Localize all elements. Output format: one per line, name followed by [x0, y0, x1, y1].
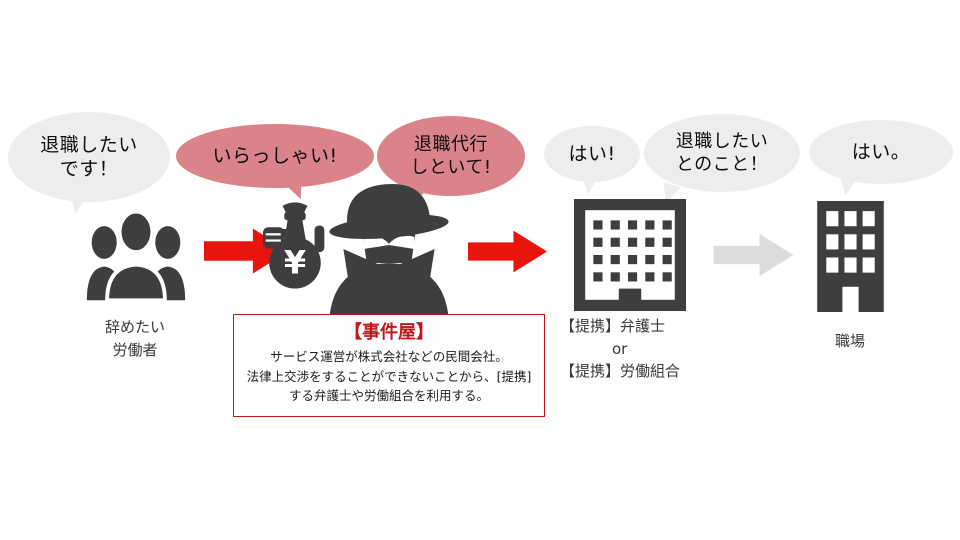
office-building-icon [574, 199, 686, 311]
info-box-body: サービス運営が株式会社などの民間会社。 法律上交渉をすることができないことから、… [234, 347, 544, 405]
label-line: 【提携】弁護士 [560, 317, 666, 335]
workplace-label: 職場 [800, 330, 900, 353]
jikenya-info-box: 【事件屋】 サービス運営が株式会社などの民間会社。 法律上交渉をすることができな… [233, 314, 545, 417]
spy-icon [313, 182, 465, 320]
bubble-text: はい! [568, 142, 616, 165]
workplace-yes-bubble: はい。 [809, 120, 953, 184]
bubble-text: 退職したい [40, 133, 138, 156]
arrow-right-icon [468, 229, 548, 274]
agency-request-bubble: 退職代行 しといて! [377, 116, 525, 196]
workers-group-icon [83, 206, 189, 303]
bubble-text: とのこと！ [675, 154, 769, 175]
bubble-text: しといて! [410, 157, 492, 178]
bubble-tail [836, 174, 858, 198]
label-line: 労働者 [112, 340, 158, 359]
money-bag-icon: ¥ [263, 200, 327, 290]
label-line: 職場 [834, 332, 865, 350]
info-box-line: する弁護士や労働組合を利用する。 [288, 387, 489, 403]
worker-label: 辞めたい 労働者 [55, 316, 215, 361]
svg-text:¥: ¥ [284, 243, 306, 281]
bubble-text: いらっしゃい! [212, 144, 338, 167]
bubble-text: です！ [59, 158, 119, 180]
workplace-building-icon [817, 201, 884, 312]
bubble-text: 退職代行 [414, 133, 488, 155]
label-line: 辞めたい [104, 318, 165, 336]
bubble-tail [579, 173, 599, 195]
info-box-line: 法律上交渉をすることができないことから、[提携] [246, 368, 532, 384]
agency-welcome-bubble: いらっしゃい! [176, 124, 374, 188]
arrow-right-icon [712, 233, 796, 277]
info-box-line: サービス運営が株式会社などの民間会社。 [270, 349, 508, 365]
partner-label: 【提携】弁護士 or 【提携】労働組合 [560, 315, 720, 383]
worker-speech-bubble: 退職したい です！ [8, 112, 170, 202]
partner-relay-bubble: 退職したい とのこと！ [644, 114, 800, 192]
info-box-title: 【事件屋】 [344, 322, 434, 343]
bubble-text: はい。 [851, 140, 911, 163]
label-line: or [612, 339, 628, 358]
bubble-text: 退職したい [675, 130, 769, 152]
partner-yes-bubble: はい! [544, 126, 640, 182]
label-line: 【提携】労働組合 [560, 362, 681, 380]
